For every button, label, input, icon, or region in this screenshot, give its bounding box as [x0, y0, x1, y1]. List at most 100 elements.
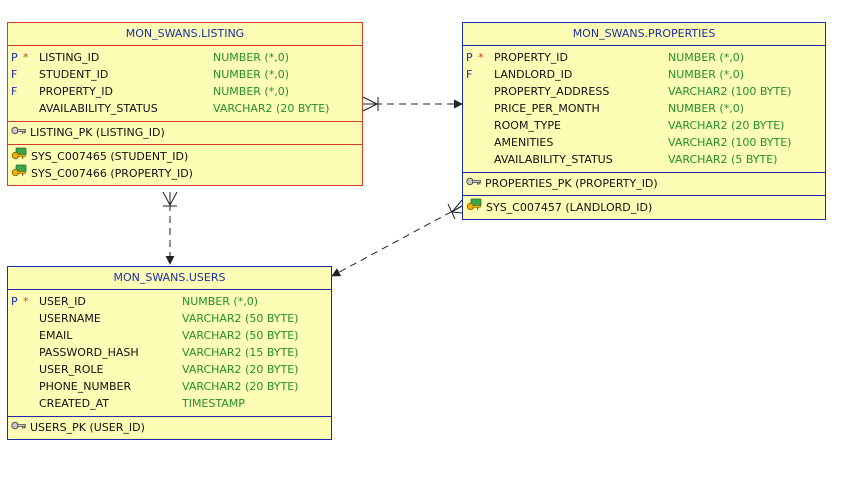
column-flag: F	[11, 85, 18, 98]
mandatory-marker: *	[23, 51, 29, 64]
fk-constraint-icon	[11, 164, 27, 183]
column-type: VARCHAR2 (20 BYTE)	[668, 119, 785, 132]
column-name: AVAILABILITY_STATUS	[39, 102, 158, 115]
column-row[interactable]: AVAILABILITY_STATUS VARCHAR2 (5 BYTE)	[463, 151, 825, 168]
key-icon	[11, 124, 26, 141]
column-name: USER_ID	[39, 295, 86, 308]
column-type: NUMBER (*,0)	[213, 51, 289, 64]
key-icon	[466, 175, 481, 192]
column-name: PROPERTY_ADDRESS	[494, 85, 610, 98]
column-type: NUMBER (*,0)	[213, 68, 289, 81]
column-list: P * PROPERTY_ID NUMBER (*,0) F LANDLORD_ID NUM…	[463, 46, 825, 173]
column-row[interactable]: F PROPERTY_ID NUMBER (*,0)	[8, 83, 362, 100]
column-type: VARCHAR2 (5 BYTE)	[668, 153, 778, 166]
column-type: NUMBER (*,0)	[668, 102, 744, 115]
table-properties[interactable]: MON_SWANS.PROPERTIES P * PROPERTY_ID NUMBER…	[462, 22, 826, 220]
column-row[interactable]: USER_ROLE VARCHAR2 (20 BYTE)	[8, 361, 331, 378]
table-title: MON_SWANS.LISTING	[8, 23, 362, 46]
primary-key-section: PROPERTIES_PK (PROPERTY_ID)	[463, 173, 825, 196]
relationship-listing-properties[interactable]	[362, 96, 463, 112]
column-name: STUDENT_ID	[39, 68, 109, 81]
table-users[interactable]: MON_SWANS.USERS P * USER_ID NUMBER (*,0) USE…	[7, 266, 332, 440]
column-type: VARCHAR2 (20 BYTE)	[182, 380, 299, 393]
column-row[interactable]: AMENITIES VARCHAR2 (100 BYTE)	[463, 134, 825, 151]
primary-key-label: LISTING_PK (LISTING_ID)	[30, 126, 165, 139]
primary-key-label: PROPERTIES_PK (PROPERTY_ID)	[485, 177, 658, 190]
column-name: PRICE_PER_MONTH	[494, 102, 600, 115]
primary-key[interactable]: USERS_PK (USER_ID)	[8, 419, 331, 436]
crowfoot-marker	[162, 191, 178, 207]
column-row[interactable]: PRICE_PER_MONTH NUMBER (*,0)	[463, 100, 825, 117]
mandatory-marker: *	[478, 51, 484, 64]
column-row[interactable]: ROOM_TYPE VARCHAR2 (20 BYTE)	[463, 117, 825, 134]
column-type: VARCHAR2 (50 BYTE)	[182, 329, 299, 342]
column-flag: P	[11, 51, 18, 64]
column-row[interactable]: P * PROPERTY_ID NUMBER (*,0)	[463, 49, 825, 66]
fk-constraint-icon	[11, 147, 27, 166]
table-title: MON_SWANS.PROPERTIES	[463, 23, 825, 46]
column-row[interactable]: PROPERTY_ADDRESS VARCHAR2 (100 BYTE)	[463, 83, 825, 100]
foreign-key[interactable]: SYS_C007466 (PROPERTY_ID)	[8, 164, 362, 183]
column-name: PROPERTY_ID	[39, 85, 114, 98]
primary-key[interactable]: PROPERTIES_PK (PROPERTY_ID)	[463, 175, 825, 192]
column-row[interactable]: AVAILABILITY_STATUS VARCHAR2 (20 BYTE)	[8, 100, 362, 117]
column-type: TIMESTAMP	[182, 397, 245, 410]
column-type: NUMBER (*,0)	[213, 85, 289, 98]
column-row[interactable]: F STUDENT_ID NUMBER (*,0)	[8, 66, 362, 83]
column-type: VARCHAR2 (20 BYTE)	[213, 102, 330, 115]
primary-key-section: USERS_PK (USER_ID)	[8, 417, 331, 439]
table-title: MON_SWANS.USERS	[8, 267, 331, 290]
column-name: AMENITIES	[494, 136, 554, 149]
column-type: VARCHAR2 (100 BYTE)	[668, 85, 792, 98]
table-listing[interactable]: MON_SWANS.LISTING P * LISTING_ID NUMBER (*,…	[7, 22, 363, 186]
column-name: AVAILABILITY_STATUS	[494, 153, 613, 166]
column-row[interactable]: EMAIL VARCHAR2 (50 BYTE)	[8, 327, 331, 344]
column-list: P * USER_ID NUMBER (*,0) USERNAME VARCHAR2 (5…	[8, 290, 331, 417]
column-type: VARCHAR2 (100 BYTE)	[668, 136, 792, 149]
column-name: PROPERTY_ID	[494, 51, 569, 64]
foreign-key[interactable]: SYS_C007457 (LANDLORD_ID)	[463, 198, 825, 217]
column-row[interactable]: USERNAME VARCHAR2 (50 BYTE)	[8, 310, 331, 327]
column-flag: F	[466, 68, 473, 81]
column-type: NUMBER (*,0)	[668, 68, 744, 81]
column-type: VARCHAR2 (20 BYTE)	[182, 363, 299, 376]
column-row[interactable]: PHONE_NUMBER VARCHAR2 (20 BYTE)	[8, 378, 331, 395]
column-name: USERNAME	[39, 312, 101, 325]
primary-key[interactable]: LISTING_PK (LISTING_ID)	[8, 124, 362, 141]
crowfoot-marker	[447, 199, 463, 220]
mandatory-marker: *	[23, 295, 29, 308]
column-row[interactable]: F LANDLORD_ID NUMBER (*,0)	[463, 66, 825, 83]
column-type: NUMBER (*,0)	[668, 51, 744, 64]
column-type: NUMBER (*,0)	[182, 295, 258, 308]
relationship-properties-users[interactable]	[331, 199, 463, 277]
column-flag: P	[11, 295, 18, 308]
column-name: EMAIL	[39, 329, 73, 342]
foreign-key-section: SYS_C007457 (LANDLORD_ID)	[463, 196, 825, 219]
column-list: P * LISTING_ID NUMBER (*,0) F STUDENT_ID NUMBE…	[8, 46, 362, 122]
foreign-key[interactable]: SYS_C007465 (STUDENT_ID)	[8, 147, 362, 166]
column-name: CREATED_AT	[39, 397, 109, 410]
column-row[interactable]: P * USER_ID NUMBER (*,0)	[8, 293, 331, 310]
column-name: LISTING_ID	[39, 51, 100, 64]
column-name: ROOM_TYPE	[494, 119, 561, 132]
column-name: PHONE_NUMBER	[39, 380, 132, 393]
column-row[interactable]: PASSWORD_HASH VARCHAR2 (15 BYTE)	[8, 344, 331, 361]
foreign-key-label: SYS_C007465 (STUDENT_ID)	[31, 150, 189, 163]
primary-key-label: USERS_PK (USER_ID)	[30, 421, 145, 434]
column-flag: P	[466, 51, 473, 64]
column-row[interactable]: P * LISTING_ID NUMBER (*,0)	[8, 49, 362, 66]
relationship-listing-users[interactable]	[162, 191, 178, 265]
foreign-key-section: SYS_C007465 (STUDENT_ID) SYS_C007466 (PRO…	[8, 145, 362, 185]
column-type: VARCHAR2 (15 BYTE)	[182, 346, 299, 359]
column-type: VARCHAR2 (50 BYTE)	[182, 312, 299, 325]
fk-constraint-icon	[466, 198, 482, 217]
primary-key-section: LISTING_PK (LISTING_ID)	[8, 122, 362, 145]
foreign-key-label: SYS_C007466 (PROPERTY_ID)	[31, 167, 193, 180]
column-flag: F	[11, 68, 18, 81]
key-icon	[11, 419, 26, 436]
crowfoot-marker	[362, 96, 379, 112]
column-row[interactable]: CREATED_AT TIMESTAMP	[8, 395, 331, 412]
column-name: USER_ROLE	[39, 363, 104, 376]
column-name: LANDLORD_ID	[494, 68, 573, 81]
column-name: PASSWORD_HASH	[39, 346, 139, 359]
